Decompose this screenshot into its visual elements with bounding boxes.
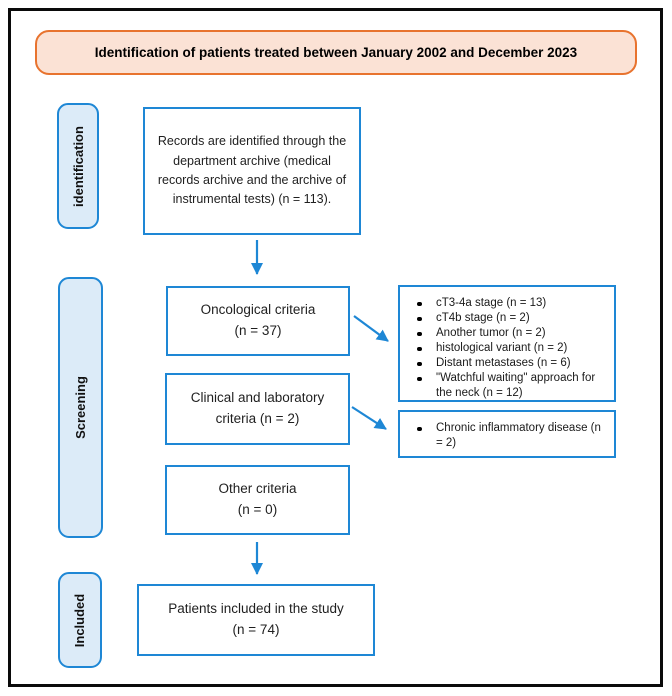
other-criteria-text: Other criteria (n = 0) <box>218 481 297 517</box>
exclusion-item: Another tumor (n = 2) <box>408 326 606 341</box>
exclusion-item: cT4b stage (n = 2) <box>408 311 606 326</box>
stage-label-included: Included <box>58 572 102 668</box>
exclusion-item: Distant metastases (n = 6) <box>408 356 606 371</box>
oncological-criteria-box: Oncological criteria (n = 37) <box>166 286 350 356</box>
oncological-exclusions-list: cT3-4a stage (n = 13)cT4b stage (n = 2)A… <box>408 296 606 401</box>
patients-included-text: Patients included in the study (n = 74) <box>168 601 344 637</box>
oncological-criteria-text: Oncological criteria (n = 37) <box>200 302 316 338</box>
records-identified-box: Records are identified through the depar… <box>143 107 361 235</box>
clinical-exclusions-box: Chronic inflammatory disease (n = 2) <box>398 410 616 458</box>
clinical-laboratory-criteria-text: Clinical and laboratory criteria (n = 2) <box>190 390 325 426</box>
stage-label-identification: identification <box>57 103 99 229</box>
stage-label-screening: Screening <box>58 277 103 538</box>
clinical-laboratory-criteria-box: Clinical and laboratory criteria (n = 2) <box>165 373 350 445</box>
title-text: Identification of patients treated betwe… <box>94 45 578 60</box>
records-identified-text: Records are identified through the depar… <box>157 134 347 207</box>
exclusion-item: cT3-4a stage (n = 13) <box>408 296 606 311</box>
stage-screening-text: Screening <box>73 376 89 439</box>
exclusion-item: "Watchful waiting" approach for the neck… <box>408 371 606 401</box>
stage-included-text: Included <box>72 593 88 647</box>
exclusion-item: Chronic inflammatory disease (n = 2) <box>408 421 606 451</box>
oncological-exclusions-box: cT3-4a stage (n = 13)cT4b stage (n = 2)A… <box>398 285 616 402</box>
other-criteria-box: Other criteria (n = 0) <box>165 465 350 535</box>
patients-included-box: Patients included in the study (n = 74) <box>137 584 375 656</box>
clinical-exclusions-list: Chronic inflammatory disease (n = 2) <box>408 421 606 451</box>
stage-identification-text: identification <box>70 125 86 207</box>
exclusion-item: histological variant (n = 2) <box>408 341 606 356</box>
title-banner: Identification of patients treated betwe… <box>35 30 637 75</box>
